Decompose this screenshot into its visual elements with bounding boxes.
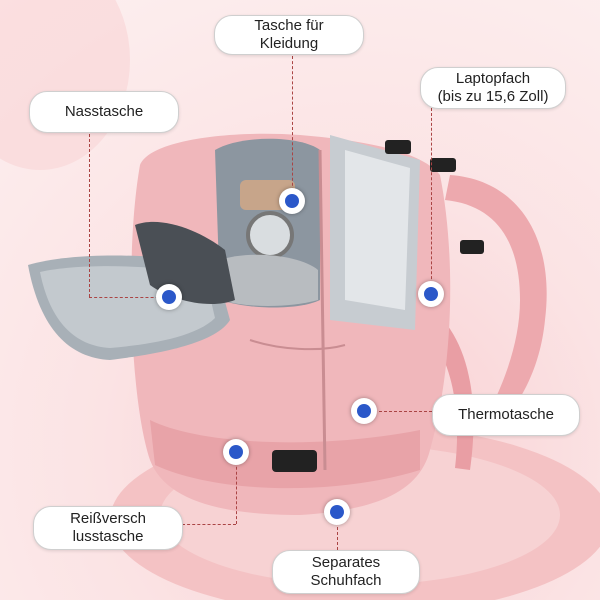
leader-thermo <box>364 411 432 412</box>
leader-clothing <box>292 56 293 201</box>
callout-zipper-line2: lusstasche <box>72 528 144 545</box>
callout-laptop-line2: (bis zu 15,6 Zoll) <box>437 88 549 105</box>
marker-shoe <box>324 499 350 525</box>
leader-wet-vert <box>89 134 90 297</box>
callout-shoe-line2: Schuhfach <box>310 572 382 589</box>
callout-shoe: Separates Schuhfach <box>272 550 420 594</box>
top-buckle <box>385 140 411 154</box>
camera-lens <box>246 211 294 259</box>
callout-shoe-line1: Separates <box>311 554 381 571</box>
bg-blob <box>0 0 130 170</box>
callout-thermo-text: Thermotasche <box>458 406 554 423</box>
callout-laptop-line1: Laptopfach <box>455 70 531 87</box>
callout-clothing-text: Tasche für Kleidung <box>254 17 324 52</box>
marker-zipper-pocket <box>223 439 249 465</box>
marker-thermo <box>351 398 377 424</box>
callout-zipper-line1: Reißversch <box>70 510 146 527</box>
callout-wet-pocket: Nasstasche <box>29 91 179 133</box>
shoulder-strap <box>445 175 547 420</box>
leader-laptop <box>431 108 432 294</box>
center-zipper <box>318 149 327 471</box>
marker-wet-pocket <box>156 284 182 310</box>
leader-wet-horiz <box>89 297 169 298</box>
callout-laptop: Laptopfach (bis zu 15,6 Zoll) <box>420 67 566 109</box>
wet-pocket-content <box>135 221 235 305</box>
leader-zipper-horiz <box>182 524 236 525</box>
callout-thermo: Thermotasche <box>432 394 580 436</box>
marker-clothing-pocket <box>279 188 305 214</box>
folded-clothes <box>220 254 318 306</box>
marker-laptop <box>418 281 444 307</box>
callout-zipper-pocket: Reißversch lusstasche <box>33 506 183 550</box>
front-buckle <box>272 450 317 472</box>
callout-wet-text: Nasstasche <box>64 103 144 120</box>
callout-clothing-pocket: Tasche für Kleidung <box>214 15 364 55</box>
laptop <box>345 150 410 310</box>
leader-shoe <box>337 512 338 550</box>
leader-zipper-vert <box>236 452 237 524</box>
